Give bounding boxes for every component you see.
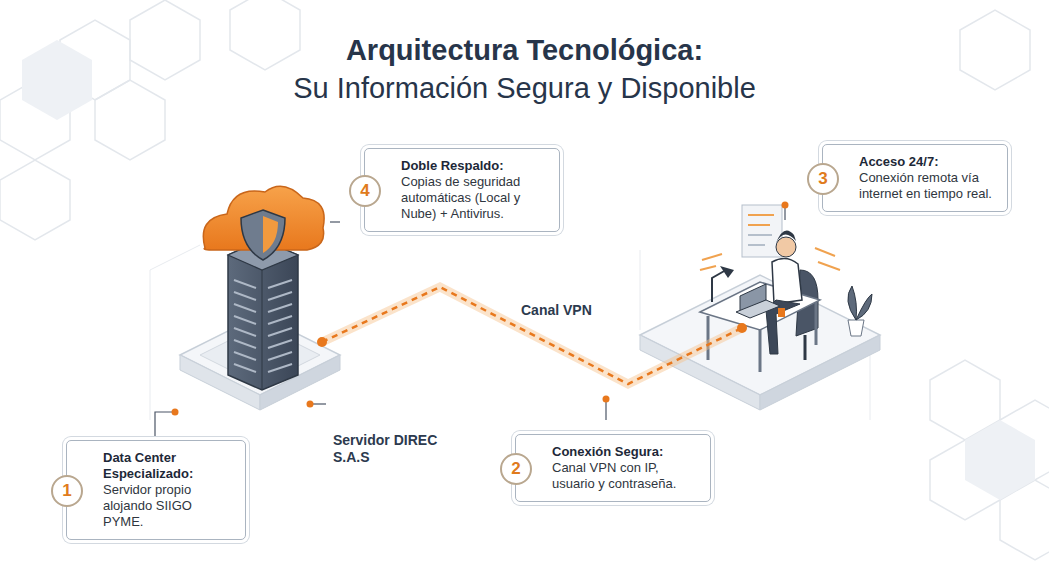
server-slot [234, 328, 256, 336]
callout-box: 2Conexión Segura:Canal VPN con IP, usuar… [515, 434, 711, 502]
callout-box: 3Acceso 24/7:Conexión remota vía interne… [822, 144, 1008, 212]
server-slot [234, 292, 256, 300]
server-slot [268, 280, 292, 288]
callout-heading: Data Center Especializado: [103, 450, 235, 482]
server-slot [268, 316, 292, 324]
server-slot [234, 280, 256, 288]
server-slot [234, 304, 256, 312]
callout-text: Canal VPN con IP, usuario y contraseña. [552, 460, 700, 492]
server-slot [234, 364, 256, 372]
channel-label: Canal VPN [521, 302, 592, 319]
callout-heading: Doble Respaldo: [401, 158, 549, 174]
callout-text: Conexión remota vía internet en tiempo r… [859, 170, 997, 202]
server-slot [268, 352, 292, 360]
server-slot [268, 292, 292, 300]
server-slot [268, 304, 292, 312]
server-slot [268, 340, 292, 348]
server-slot [234, 316, 256, 324]
callout-box: 1Data Center Especializado:Servidor prop… [66, 440, 246, 540]
subtitle: Su Información Segura y Disponible [0, 72, 1049, 105]
server-label: Servidor DIREC S.A.S [333, 432, 443, 466]
callout-heading: Conexión Segura: [552, 444, 700, 460]
callout-heading: Acceso 24/7: [859, 154, 997, 170]
callout-number: 4 [349, 175, 381, 207]
server-slot [234, 340, 256, 348]
server-slot [268, 364, 292, 372]
callout-text: Copias de seguridad automáticas (Local y… [401, 174, 549, 222]
callout-text: Servidor propio alojando SIIGO PYME. [103, 482, 235, 530]
server-slot [234, 352, 256, 360]
server-slot [268, 328, 292, 336]
callout-box: 4Doble Respaldo:Copias de seguridad auto… [364, 148, 560, 232]
title: Arquitectura Tecnológica: [0, 34, 1049, 67]
callout-number: 1 [51, 475, 83, 507]
callout-number: 2 [500, 453, 532, 485]
callout-number: 3 [807, 163, 839, 195]
